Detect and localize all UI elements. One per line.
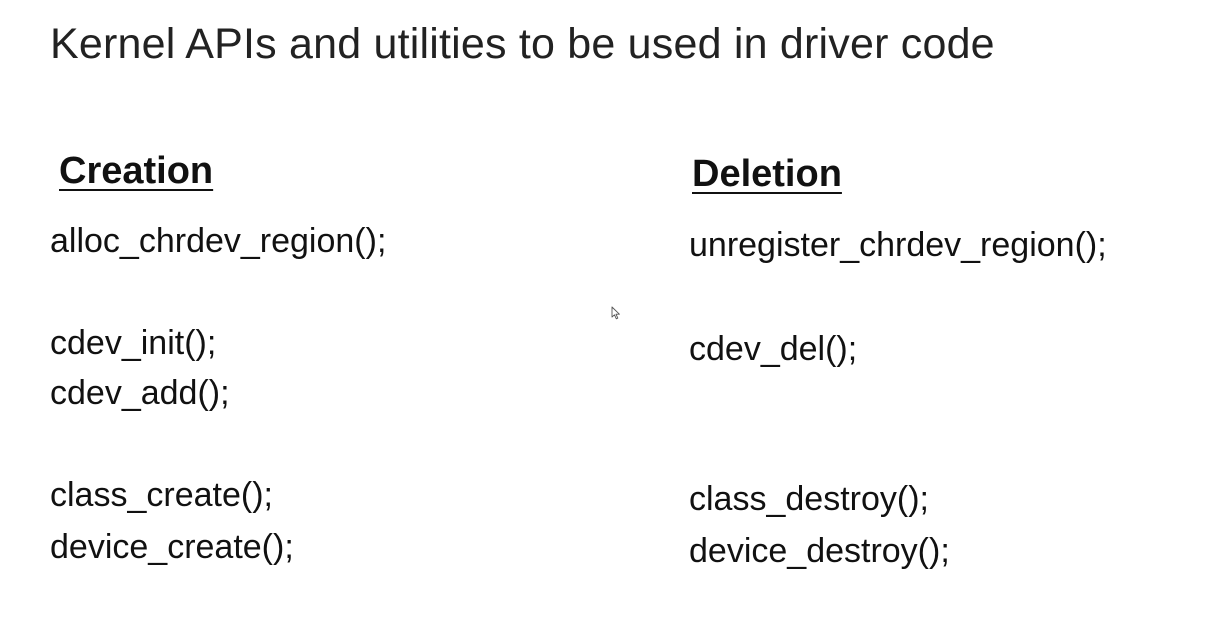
creation-item-class-create: class_create(); (50, 476, 273, 514)
deletion-item-unregister-chrdev-region: unregister_chrdev_region(); (689, 226, 1107, 264)
creation-item-cdev-init: cdev_init(); (50, 324, 217, 362)
creation-item-cdev-add: cdev_add(); (50, 374, 230, 412)
mouse-pointer-icon (611, 306, 620, 320)
creation-item-alloc-chrdev-region: alloc_chrdev_region(); (50, 222, 387, 260)
slide-title: Kernel APIs and utilities to be used in … (50, 20, 995, 68)
creation-item-device-create: device_create(); (50, 528, 294, 566)
creation-heading: Creation (59, 150, 214, 192)
deletion-heading: Deletion (692, 153, 842, 195)
deletion-item-class-destroy: class_destroy(); (689, 480, 929, 518)
deletion-item-device-destroy: device_destroy(); (689, 532, 950, 570)
deletion-item-cdev-del: cdev_del(); (689, 330, 858, 368)
